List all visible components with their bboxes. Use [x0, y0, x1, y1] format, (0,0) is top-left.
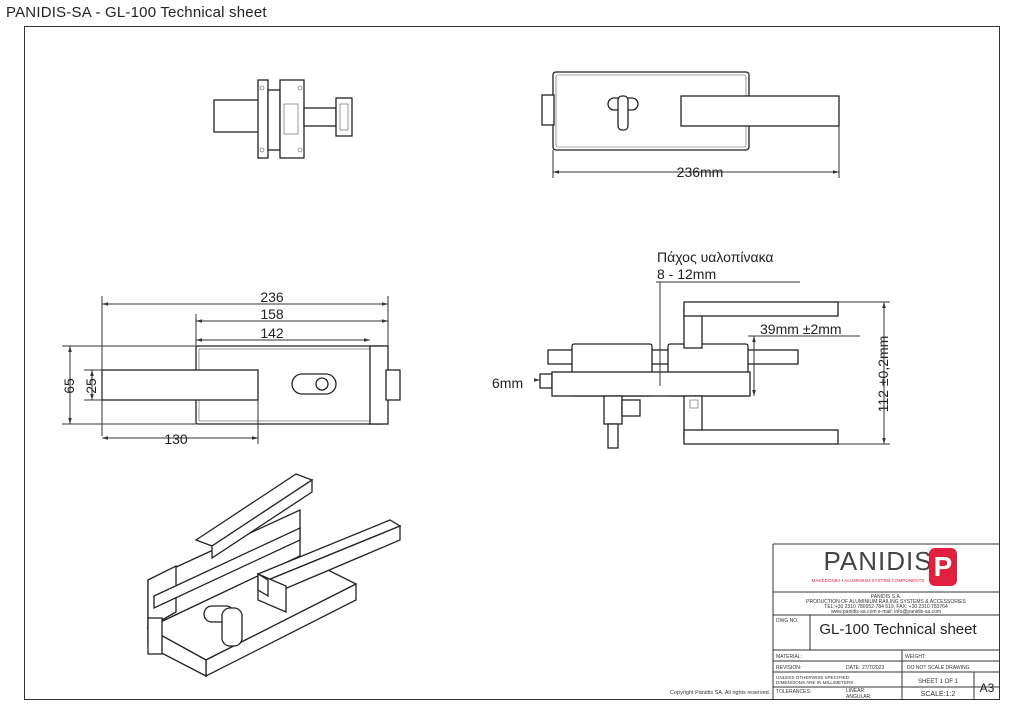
dim-142: 142 — [260, 325, 284, 341]
company-line3: TEL:+30 2310 780052-784 519, FAX: +30 23… — [824, 604, 948, 610]
date-value: 27/7/2023 — [862, 665, 884, 671]
brand-logo-text: PANIDIS — [823, 546, 932, 576]
dim-25: 25 — [83, 378, 99, 394]
side-section-view — [534, 281, 890, 449]
brand-logo-letter: P — [934, 551, 953, 582]
dim-236: 236 — [260, 289, 284, 305]
material-label: MATERIAL: — [776, 654, 802, 660]
dim-112: 112 ±0,2mm — [875, 336, 891, 413]
sheet-size: A3 — [980, 681, 995, 695]
dim-236mm: 236mm — [677, 164, 724, 180]
dim-6mm: 6mm — [492, 375, 523, 391]
company-name: PANIDIS S.A. — [871, 594, 901, 600]
title-block-lines — [772, 543, 1000, 700]
tolerances-label: TOLERANCES: — [776, 689, 811, 695]
brand-logo-mark — [929, 548, 957, 586]
dim-158: 158 — [260, 306, 284, 322]
top-view — [213, 79, 353, 159]
copyright: Copyright Panidis SA. All rights reserve… — [670, 690, 771, 696]
dwg-no-label: DWG NO. — [776, 618, 799, 624]
sheet-title: PANIDIS-SA - GL-100 Technical sheet — [6, 4, 267, 21]
isometric-view — [146, 473, 402, 678]
revision-label: REVISION: — [776, 665, 801, 671]
unless-line1: UNLESS OTHERWISE SPECIFIED: — [776, 675, 850, 680]
company-line2: PRODUCTION OF ALUMINIUM RAILING SYSTEMS … — [806, 599, 966, 605]
dim-39mm: 39mm ±2mm — [760, 321, 842, 337]
scale: SCALE:1:2 — [921, 691, 956, 698]
drawing-frame — [24, 26, 1000, 700]
dwg-title: GL-100 Technical sheet — [819, 621, 977, 638]
front-view-top — [541, 71, 840, 178]
unless-line2: DIMENSIONS ARE IN MILLIMETERS — [776, 680, 853, 685]
company-line4: www.panidis-sa.com e-mail: info@panidis-… — [831, 609, 941, 615]
glass-thickness-range: 8 - 12mm — [657, 266, 716, 282]
date-label: DATE: — [846, 665, 860, 671]
front-view-dimensioned — [62, 296, 401, 444]
angular-label: ANGULAR: — [846, 694, 872, 700]
sheet-number: SHEET 1 OF 1 — [918, 679, 959, 685]
dim-65: 65 — [61, 378, 77, 394]
glass-thickness-label: Πάχος υαλοπίνακα — [657, 249, 774, 265]
dim-130: 130 — [164, 431, 188, 447]
brand-tagline: MAKEDONIKI • ALUMINIUM SYSTEM COMPONENTS — [812, 578, 925, 583]
do-not-scale: DO NOT SCALE DRAWING — [907, 665, 970, 671]
linear-label: LINEAR: — [846, 688, 865, 694]
weight-label: WEIGHT: — [905, 654, 926, 660]
